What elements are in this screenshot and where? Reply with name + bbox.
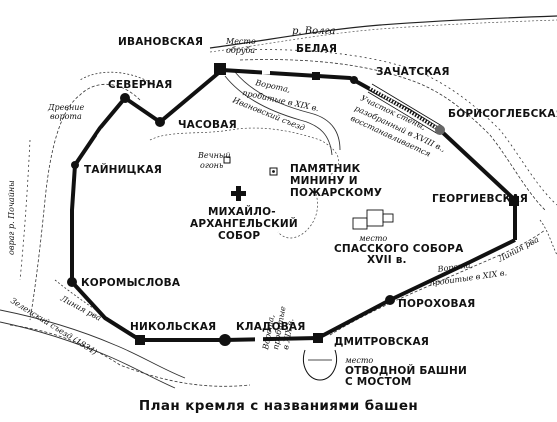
monument-dot (272, 170, 275, 173)
label-eternal-1: Вечный (197, 151, 231, 160)
label-place-obrub-1: Место (225, 37, 256, 46)
inner-slope-line (149, 127, 340, 176)
tower-chasovaya (155, 117, 165, 127)
label-severnaya: СЕВЕРНАЯ (108, 79, 172, 91)
label-tainitskaya: ТАЙНИЦКАЯ (84, 163, 162, 176)
label-otvodnaya-1: место (345, 356, 373, 365)
volga-river-bank-hatch (209, 19, 557, 53)
zelensky-descent-road (0, 309, 186, 379)
monument-icon (269, 167, 278, 176)
label-kladovaya: КЛАДОВАЯ (236, 321, 306, 333)
zelensky-descent-road-2 (0, 321, 176, 389)
eternal-flame-icon (223, 156, 231, 164)
label-monument-1: ПАМЯТНИК (290, 163, 361, 175)
label-eternal-2: огонь (200, 161, 223, 170)
label-cathedral-2: АРХАНГЕЛЬСКИЙ (190, 217, 298, 230)
note-old-gates-1: Древние (47, 103, 84, 112)
label-borisoglebskaya: БОРИСОГЛЕБСКАЯ (448, 108, 557, 120)
tower-nikolskaya (135, 335, 145, 345)
tower-belaya (312, 72, 320, 80)
tower-zachatskaya (350, 76, 358, 84)
label-nikolskaya: НИКОЛЬСКАЯ (130, 321, 216, 333)
label-cathedral-3: СОБОР (218, 230, 260, 242)
label-porokhovaya: ПОРОХОВАЯ (398, 298, 475, 310)
tower-dmitrovskaya (313, 333, 323, 343)
label-zachatskaya: ЗАЧАТСКАЯ (376, 66, 450, 78)
tower-koromyslova (67, 277, 77, 287)
gate-gaps (96, 69, 441, 342)
label-ivanovskaya: ИВАНОВСКАЯ (118, 36, 203, 48)
tower-georgievskaya (509, 196, 519, 206)
tower-ivanovskaya (214, 63, 226, 75)
map-caption: План кремля с названиями башен (138, 398, 419, 414)
note-moat-e: Линия рва (496, 235, 541, 264)
note-old-gates-2: ворота (50, 112, 82, 121)
dismantled-wall-outline (367, 83, 443, 135)
label-georgievskaya: ГЕОРГИЕВСКАЯ (432, 193, 528, 205)
tower-borisoglebskaya (435, 125, 445, 135)
note-ravine-pochaina: овраг р. Почайны (7, 180, 16, 255)
river-volga-label: р. Волга (292, 26, 336, 37)
label-monument-3: ПОЖАРСКОМУ (290, 187, 382, 199)
tower-kladovaya (219, 334, 231, 346)
ivanovsky-descent-road (224, 75, 333, 156)
label-koromyslova: КОРОМЫСЛОВА (81, 277, 181, 289)
volga-river-bank (209, 15, 557, 49)
label-otvodnaya-2: ОТВОДНОЙ БАШНИ (345, 364, 467, 377)
tower-severnaya (120, 93, 130, 103)
tower-porokhovaya (385, 295, 395, 305)
ivanovsky-descent-road-2 (234, 71, 341, 151)
label-cathedral-1: МИХАЙЛО- (208, 205, 276, 218)
tower-tainitskaya (71, 161, 79, 169)
label-belaya: БЕЛАЯ (296, 43, 337, 55)
label-monument-2: МИНИНУ И (290, 175, 358, 187)
label-chasovaya: ЧАСОВАЯ (178, 119, 237, 131)
label-spassky-1: место (359, 234, 387, 243)
towers (67, 63, 519, 346)
label-otvodnaya-3: С МОСТОМ (345, 376, 412, 388)
note-gates-e-1: Ворота, (436, 260, 473, 274)
cathedral-icon (231, 186, 246, 201)
spassky-cathedral-outline (352, 209, 394, 230)
label-spassky-2: СПАССКОГО СОБОРА (334, 243, 464, 255)
label-place-obrub-2: обруба (226, 46, 255, 55)
label-dmitrovskaya: ДМИТРОВСКАЯ (334, 336, 429, 348)
inner-slope-line-2 (277, 189, 318, 239)
label-spassky-3: XVII в. (367, 254, 407, 266)
otvodnaya-tower-site (303, 349, 337, 381)
